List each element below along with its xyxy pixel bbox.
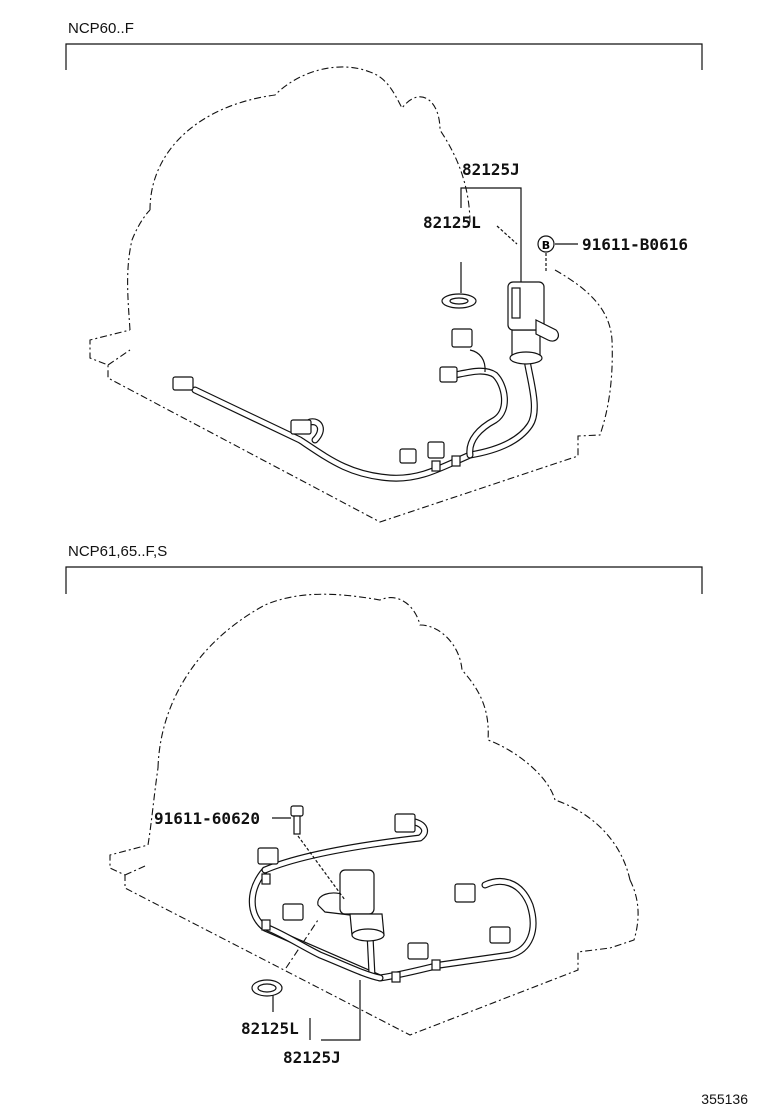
section-label-ncp61-65: NCP61,65..F,S — [68, 543, 167, 560]
connector — [394, 813, 416, 833]
part-label-bolt: 91611-B0616 — [582, 235, 688, 254]
section-bracket — [65, 43, 703, 70]
part-label-seal: 82125L — [241, 1019, 299, 1038]
connector — [399, 448, 417, 464]
connector — [172, 376, 194, 391]
connector — [282, 903, 304, 921]
transmission-outline — [89, 66, 613, 523]
section-ncp60: NCP60..F — [65, 20, 703, 523]
part-label-assembly: 82125J — [283, 1048, 341, 1067]
connector — [454, 883, 476, 903]
wire-harness — [248, 813, 537, 983]
bolt — [290, 805, 304, 835]
leader-line — [460, 187, 522, 282]
svg-text:B: B — [542, 239, 550, 252]
connector — [427, 441, 445, 459]
speed-sensor — [317, 869, 385, 942]
transmission-outline — [109, 593, 639, 1036]
wire-harness — [172, 328, 538, 482]
connector — [439, 366, 458, 383]
connector — [290, 419, 312, 435]
part-label-bolt: 91611-60620 — [154, 809, 260, 828]
image-id: 355136 — [701, 1091, 748, 1107]
section-label-ncp60: NCP60..F — [68, 20, 134, 37]
connector — [407, 942, 429, 960]
part-label-assembly: 82125J — [462, 160, 520, 179]
connector — [257, 847, 279, 865]
connector — [451, 328, 473, 348]
bolt-symbol — [537, 235, 555, 253]
section-ncp61-65: NCP61,65..F,S — [65, 543, 703, 1067]
part-label-seal: 82125L — [423, 213, 481, 232]
section-bracket — [65, 566, 703, 594]
connector — [489, 926, 511, 944]
speed-sensor — [507, 281, 560, 365]
